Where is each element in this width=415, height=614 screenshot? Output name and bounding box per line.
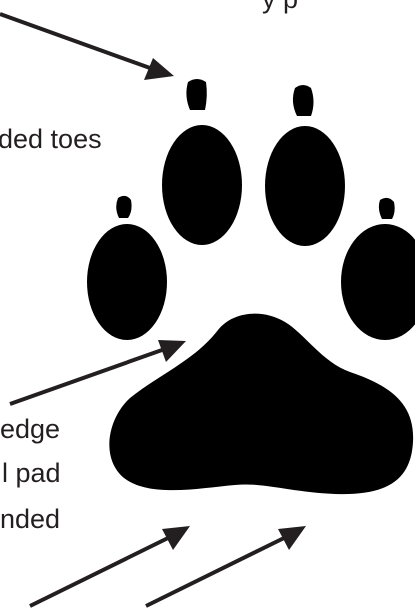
label-toes: ded toes [0, 126, 102, 153]
label-heel-pad: l pad [2, 460, 61, 487]
heel-pad [109, 314, 413, 495]
label-rounded: nded [0, 506, 60, 533]
toe-pad-left-inner [162, 125, 242, 245]
label-edge: edge [0, 416, 60, 443]
toe-pad-right-inner [265, 126, 345, 246]
claw-mark-right-inner [293, 85, 314, 116]
claw-mark-right-outer [379, 198, 395, 219]
arrow-to-claw [0, 14, 174, 80]
toe-pad-left-outer [87, 224, 167, 340]
toe-pad-right-outer [341, 224, 415, 340]
claw-mark-left-inner [186, 79, 206, 110]
label-top-partial: y p [262, 0, 298, 13]
claw-mark-left-outer [116, 196, 131, 218]
